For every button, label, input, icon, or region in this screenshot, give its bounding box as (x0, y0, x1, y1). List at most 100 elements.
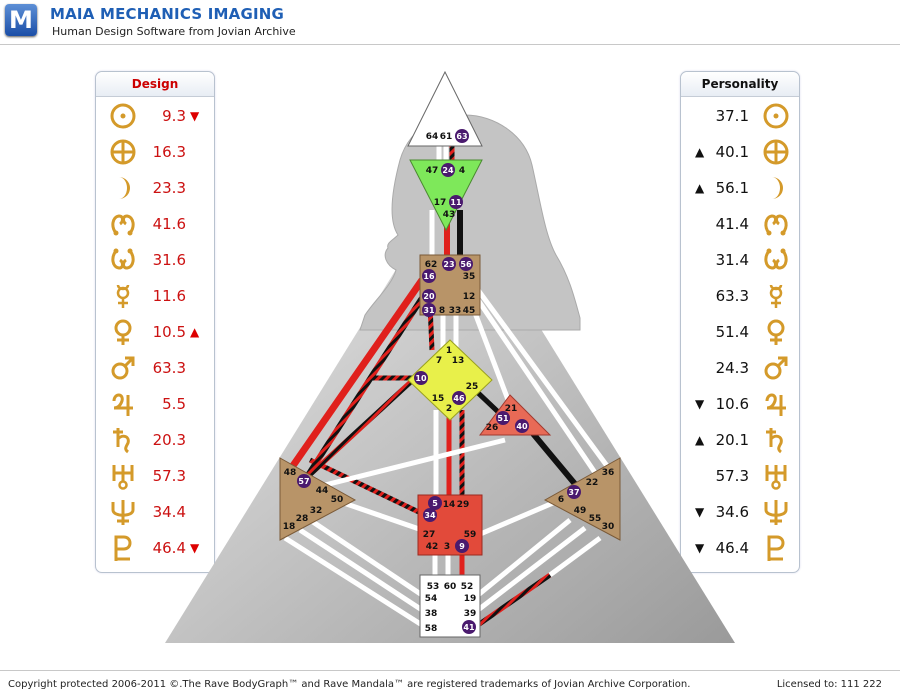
design-row: 9.3▼ (96, 100, 214, 134)
design-gate-value: 46.4 (152, 539, 186, 557)
svg-text:43: 43 (443, 210, 456, 220)
ego-center (479, 394, 552, 436)
earth-icon (763, 139, 789, 165)
svg-text:3: 3 (444, 542, 450, 552)
personality-row: 10.6▼ (681, 388, 799, 422)
svg-text:21: 21 (505, 404, 518, 414)
design-row: 10.5▲ (96, 316, 214, 350)
svg-text:24: 24 (442, 166, 454, 175)
personality-gate-value: 10.6 (715, 395, 749, 413)
svg-text:12: 12 (463, 292, 476, 302)
bodygraph-chart: 64 61 63 47 24 4 17 11 43 62 23 56 16 35… (165, 70, 735, 643)
uranus-icon (765, 465, 787, 490)
svg-text:7: 7 (436, 356, 442, 366)
svg-text:35: 35 (463, 272, 476, 282)
personality-row: 40.1 ▲ (681, 136, 799, 170)
gate-labels: 64 61 63 47 24 4 17 11 43 62 23 56 16 35… (283, 129, 615, 634)
channel-41-30-b (548, 535, 602, 578)
personality-gate-value: 34.6 (715, 503, 749, 521)
g-center (407, 339, 493, 421)
fixing-arrow: ▼ (190, 109, 200, 123)
mars-icon (764, 356, 788, 380)
channel-45-21 (469, 304, 513, 406)
design-row: 16.3 (96, 136, 214, 170)
personality-gate-value: 20.1 (715, 431, 749, 449)
app-footer: Copyright protected 2006-2011 ©.The Rave… (0, 670, 900, 700)
design-gate-value: 23.3 (152, 179, 186, 197)
design-panel-title: Design (96, 72, 214, 97)
channel-59-6 (477, 497, 561, 538)
design-row: 63.3 (96, 352, 214, 386)
channel-41-30 (476, 572, 552, 628)
svg-text:32: 32 (310, 506, 323, 516)
channel-39-55 (476, 526, 587, 612)
personality-row: 41.4 (681, 208, 799, 242)
svg-text:2: 2 (446, 404, 452, 414)
south-node-icon (764, 248, 788, 270)
design-gate-value: 41.6 (152, 215, 186, 233)
design-panel: Design 9.3▼16.3 23.3 41.6 31.6 11.6 10.5▲ 63.3… (95, 71, 215, 573)
design-gate-value: 63.3 (152, 359, 186, 377)
personality-gate-value: 46.4 (715, 539, 749, 557)
svg-text:17: 17 (434, 198, 447, 208)
svg-text:20: 20 (423, 292, 435, 301)
svg-text:19: 19 (464, 594, 477, 604)
design-row: 57.3 (96, 460, 214, 494)
design-row: 41.6 (96, 208, 214, 242)
channel-40-37 (527, 428, 583, 492)
saturn-icon (113, 428, 130, 454)
svg-text:58: 58 (425, 624, 438, 634)
channels (283, 138, 613, 628)
svg-text:31: 31 (423, 306, 435, 315)
design-gate-value: 10.5 (152, 323, 186, 341)
svg-text:57: 57 (298, 477, 309, 486)
svg-text:48: 48 (284, 468, 297, 478)
personality-gate-value: 40.1 (715, 143, 749, 161)
neptune-icon (111, 500, 135, 525)
svg-text:29: 29 (457, 500, 470, 510)
svg-text:15: 15 (432, 394, 445, 404)
fixing-arrow: ▲ (695, 145, 705, 159)
personality-gate-value: 41.4 (715, 215, 749, 233)
uranus-icon (112, 465, 134, 490)
personality-gate-value: 56.1 (715, 179, 749, 197)
earth-icon (110, 139, 136, 165)
svg-text:41: 41 (463, 623, 475, 632)
svg-text:14: 14 (443, 500, 456, 510)
personality-row: 31.4 (681, 244, 799, 278)
svg-text:49: 49 (574, 506, 587, 516)
personality-row: 57.3 (681, 460, 799, 494)
personality-row: 37.1 (681, 100, 799, 134)
svg-text:18: 18 (283, 522, 296, 532)
svg-text:42: 42 (426, 542, 439, 552)
channel-12-22 (475, 298, 603, 482)
north-node-icon (764, 214, 788, 236)
moon-icon (119, 177, 130, 199)
channel-58-18 (283, 535, 424, 628)
svg-text:23: 23 (443, 260, 454, 269)
svg-text:1: 1 (446, 346, 452, 356)
svg-text:26: 26 (486, 423, 499, 433)
svg-text:62: 62 (425, 260, 438, 270)
design-gate-value: 31.6 (152, 251, 186, 269)
design-row: 46.4▼ (96, 532, 214, 566)
svg-text:22: 22 (586, 478, 599, 488)
svg-text:44: 44 (316, 486, 329, 496)
svg-text:9: 9 (459, 542, 465, 551)
personality-gate-value: 63.3 (715, 287, 749, 305)
design-gate-value: 11.6 (152, 287, 186, 305)
design-row: 31.6 (96, 244, 214, 278)
svg-text:10: 10 (415, 374, 427, 383)
app-title: MAIA MECHANICS IMAGING (50, 5, 285, 23)
svg-text:30: 30 (602, 522, 615, 532)
svg-text:46: 46 (453, 394, 465, 403)
design-row: 23.3 (96, 172, 214, 206)
personality-row: 34.6▼ (681, 496, 799, 530)
personality-row: 63.3 (681, 280, 799, 314)
channel-35-36 (475, 288, 613, 472)
channel-26-44 (304, 437, 506, 493)
fixing-arrow: ▲ (695, 433, 705, 447)
venus-icon (767, 319, 785, 345)
personality-gate-value: 31.4 (715, 251, 749, 269)
channel-20-57 (302, 296, 425, 482)
